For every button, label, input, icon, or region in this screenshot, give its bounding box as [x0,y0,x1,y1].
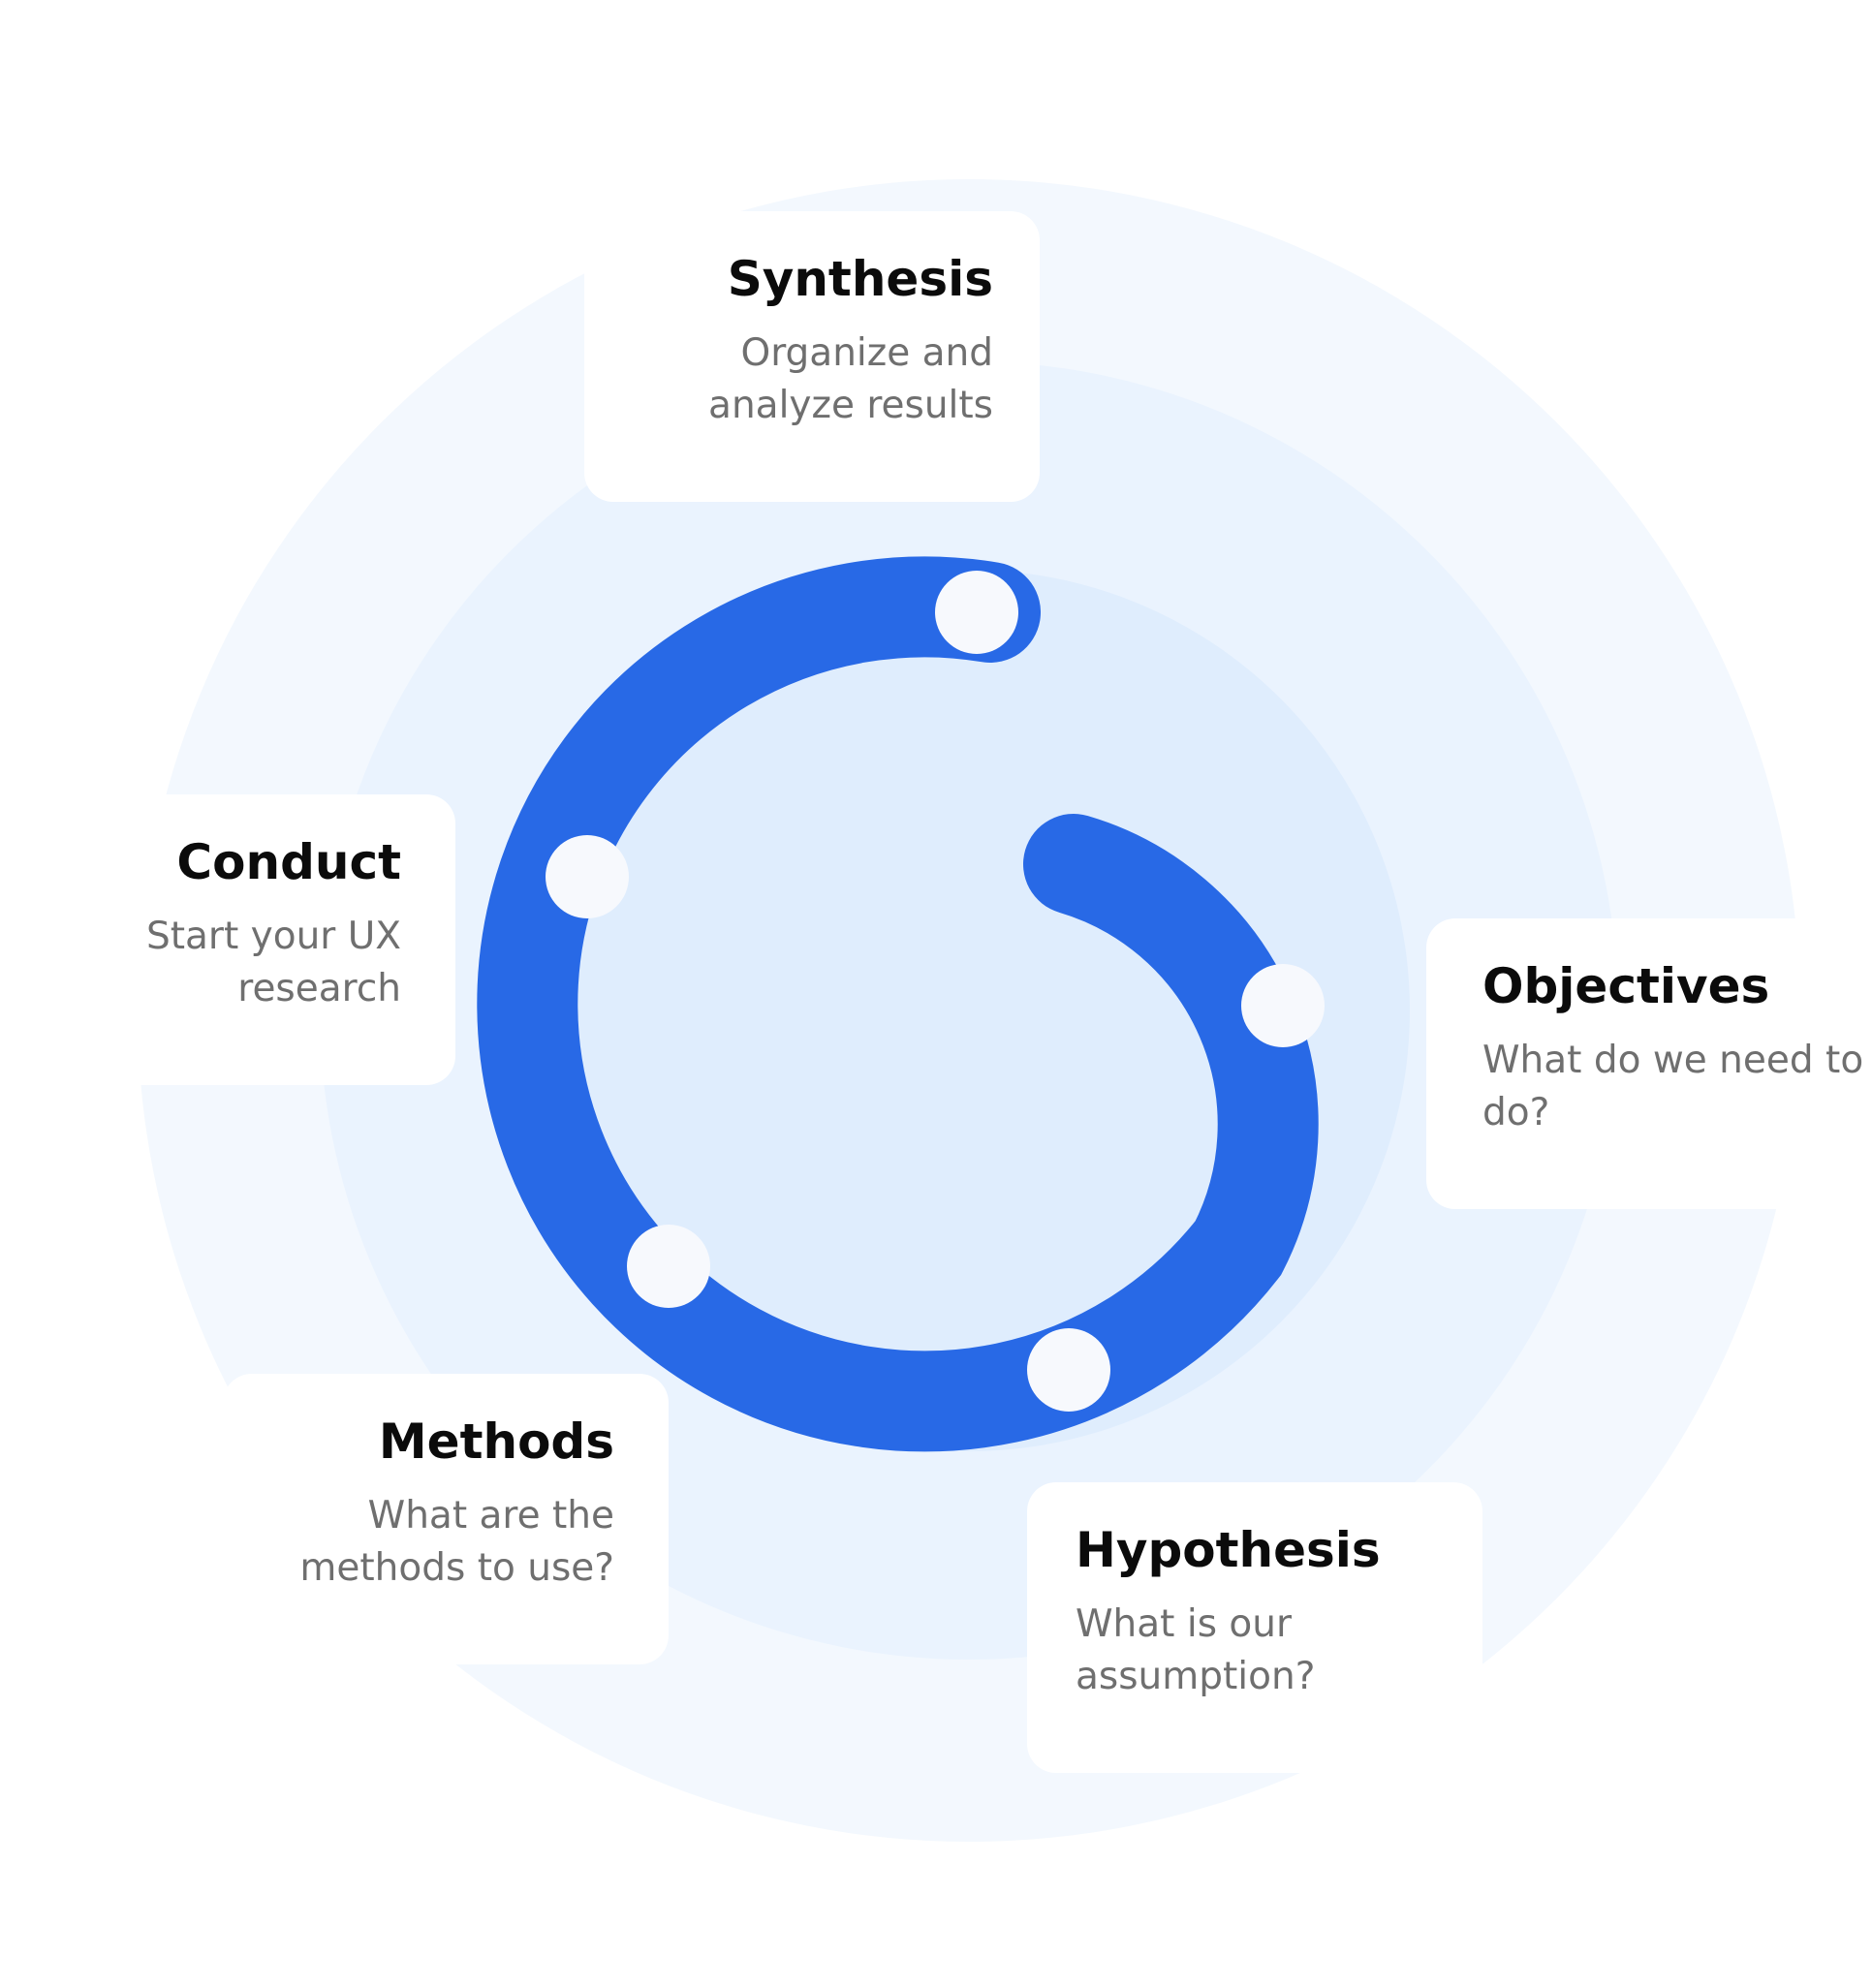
card-conduct: Conduct Start your UX research [97,794,455,1085]
card-title: Conduct [176,834,401,890]
card-description: What are the methods to use? [299,1494,614,1590]
card-title: Objectives [1482,958,1770,1014]
card-description: What do we need to do? [1482,1039,1864,1134]
card-description: Start your UX research [145,915,401,1010]
card-hypothesis: Hypothesis What is our assumption? [1027,1482,1482,1773]
card-objectives: Objectives What do we need to do? [1426,918,1872,1209]
node-hypothesis [1027,1328,1110,1412]
node-objectives [1241,964,1325,1047]
card-description: Organize and analyze results [708,331,993,427]
card-title: Hypothesis [1076,1522,1381,1578]
node-conduct [546,835,629,918]
card-description: What is our assumption? [1076,1602,1316,1698]
card-title: Methods [378,1413,614,1470]
node-methods [627,1225,710,1308]
card-title: Synthesis [727,251,993,307]
node-synthesis [935,571,1018,654]
card-methods: Methods What are the methods to use? [223,1374,669,1664]
card-synthesis: Synthesis Organize and analyze results [584,211,1040,502]
spiral-arc [477,556,1319,1452]
